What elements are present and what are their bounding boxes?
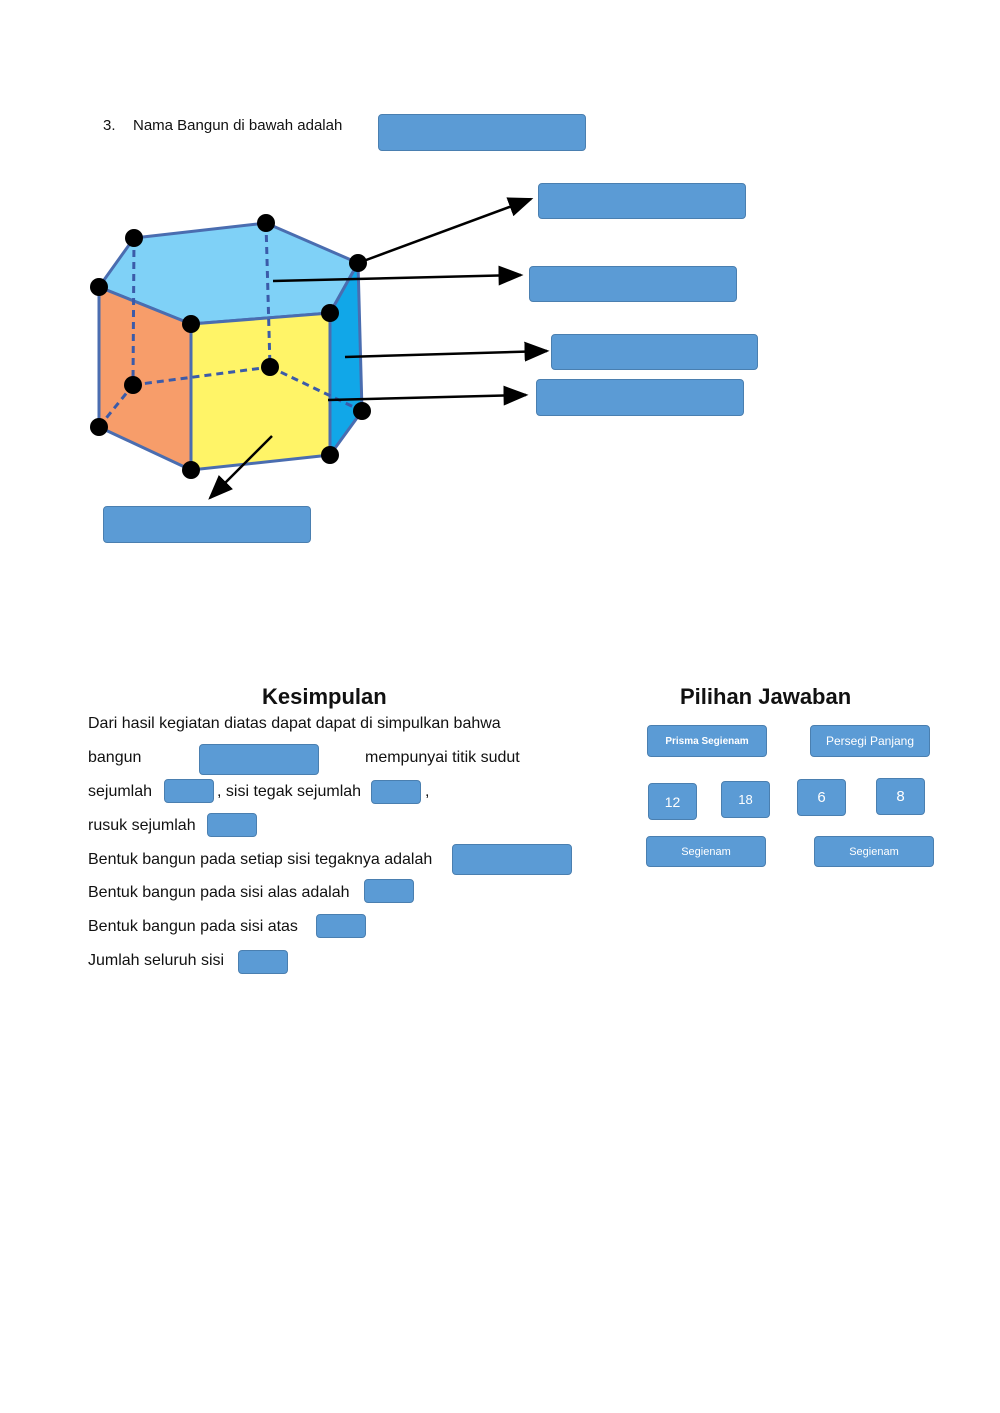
question-number: 3.: [103, 117, 116, 134]
answer-chip-6[interactable]: 6: [797, 779, 846, 816]
answer-chip-prisma-segienam[interactable]: Prisma Segienam: [647, 725, 767, 757]
answer-chip-segienam-2[interactable]: Segienam: [814, 836, 934, 867]
blank-total-faces[interactable]: [238, 950, 288, 974]
blank-edge-count[interactable]: [207, 813, 257, 837]
label-blank-edge[interactable]: [536, 379, 744, 416]
conclusion-line-2a: bangun: [88, 749, 142, 766]
blank-side-face-shape[interactable]: [452, 844, 572, 875]
blank-side-face-count[interactable]: [371, 780, 421, 804]
conclusion-line-1: Dari hasil kegiatan diatas dapat dapat d…: [88, 715, 501, 732]
label-blank-top-face[interactable]: [529, 266, 737, 302]
answer-chip-18[interactable]: 18: [721, 781, 770, 818]
conclusion-line-4: rusuk sejumlah: [88, 817, 196, 834]
conclusion-line-5: Bentuk bangun pada setiap sisi tegaknya …: [88, 851, 433, 868]
answer-chip-segienam-1[interactable]: Segienam: [646, 836, 766, 867]
label-blank-side-face[interactable]: [551, 334, 758, 370]
answers-heading: Pilihan Jawaban: [680, 684, 852, 709]
blank-shape-name[interactable]: [199, 744, 319, 775]
conclusion-line-3a: sejumlah: [88, 783, 153, 800]
answer-blank-shape-name[interactable]: [378, 114, 586, 151]
answer-chip-12[interactable]: 12: [648, 783, 697, 820]
question-text: Nama Bangun di bawah adalah: [133, 117, 343, 134]
conclusion-line-3c: ,: [425, 783, 430, 800]
label-blank-vertex[interactable]: [538, 183, 746, 219]
conclusion-line-7: Bentuk bangun pada sisi atas: [88, 918, 298, 935]
blank-top-shape[interactable]: [316, 914, 366, 938]
blank-base-shape[interactable]: [364, 879, 414, 903]
conclusion-heading: Kesimpulan: [262, 684, 387, 709]
conclusion-line-3b: , sisi tegak sejumlah: [217, 783, 362, 800]
blank-vertex-count[interactable]: [164, 779, 214, 803]
hexagonal-prism-diagram: [90, 197, 550, 500]
answer-chip-8[interactable]: 8: [876, 778, 925, 815]
label-blank-bottom-face[interactable]: [103, 506, 311, 543]
answer-chip-persegi-panjang[interactable]: Persegi Panjang: [810, 725, 930, 757]
conclusion-line-2b: mempunyai titik sudut: [365, 749, 520, 766]
conclusion-line-6: Bentuk bangun pada sisi alas adalah: [88, 884, 350, 901]
conclusion-line-8: Jumlah seluruh sisi: [88, 952, 225, 969]
